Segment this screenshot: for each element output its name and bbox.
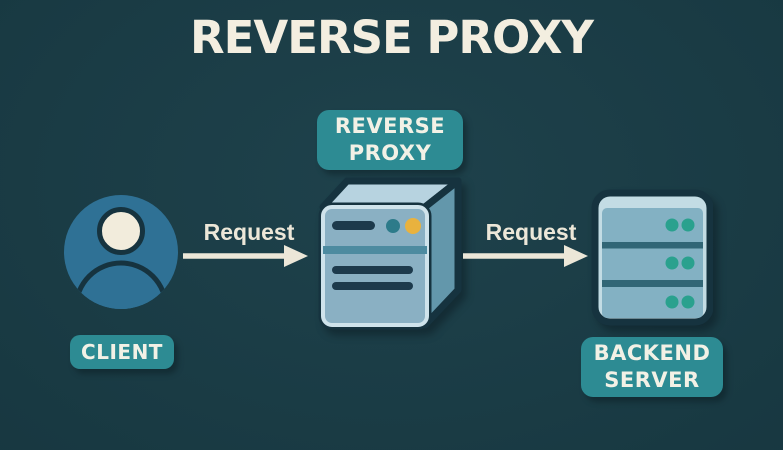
- proxy-vent-bar-2: [332, 282, 413, 290]
- backend-led: [681, 295, 695, 309]
- proxy-vent-bar-1: [332, 266, 413, 274]
- backend-slots: [602, 208, 703, 318]
- backend-led: [665, 218, 679, 232]
- arrow-right-icon: [463, 245, 588, 267]
- proxy-drive-slot: [332, 221, 375, 230]
- reverse-proxy-label-badge: REVERSE PROXY: [317, 110, 463, 170]
- client-label-badge: CLIENT: [70, 335, 174, 369]
- proxy-server-icon: [318, 177, 462, 330]
- backend-led: [665, 295, 679, 309]
- proxy-led-yellow: [405, 218, 421, 234]
- proxy-led-teal: [386, 219, 400, 233]
- user-head-shape: [97, 207, 145, 255]
- arrow-head: [564, 245, 588, 267]
- user-icon: [64, 195, 178, 309]
- arrow-right-icon: [183, 245, 308, 267]
- request-label-1: Request: [203, 219, 295, 245]
- request-label-2: Request: [485, 219, 577, 245]
- backend-led: [665, 256, 679, 270]
- backend-server-icon: [591, 189, 713, 326]
- backend-led: [681, 218, 695, 232]
- backend-divider-1: [602, 242, 703, 249]
- page-title: REVERSE PROXY: [190, 11, 594, 64]
- backend-led: [681, 256, 695, 270]
- proxy-divider-stripe: [323, 246, 427, 254]
- backend-divider-2: [602, 280, 703, 287]
- arrow-head: [284, 245, 308, 267]
- backend-server-label-badge: BACKEND SERVER: [581, 337, 723, 397]
